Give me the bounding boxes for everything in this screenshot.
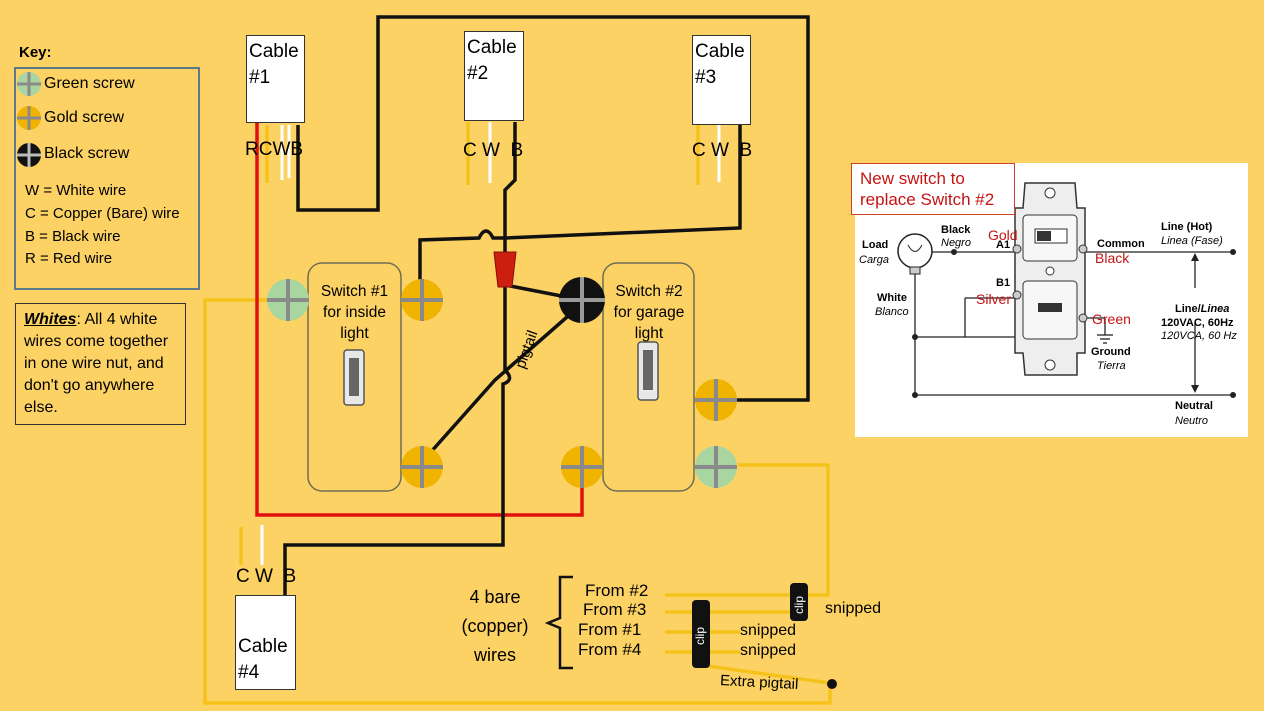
- ground-label: Ground: [1091, 346, 1131, 358]
- load-label: Load: [862, 239, 889, 251]
- line-prefix: Line/: [1175, 303, 1201, 315]
- key-black-screw-icon: [17, 143, 41, 167]
- green-label: Green: [1092, 311, 1131, 327]
- key-gold-screw-icon: [17, 106, 41, 130]
- key-box: [14, 67, 200, 290]
- line-hot-label: Line (Hot): [1161, 221, 1213, 233]
- vca-label: 120VCA, 60 Hz: [1161, 330, 1237, 342]
- switch-1-ground-screw: [267, 279, 309, 321]
- whites-title: Whites: [24, 311, 77, 328]
- switch-2-ground-screw: [695, 446, 737, 488]
- silver-label: Silver: [976, 291, 1012, 307]
- switch-2-toggle-icon: [637, 341, 659, 401]
- tierra-label: Tierra: [1097, 360, 1126, 372]
- switch-device-icon: [1012, 182, 1088, 376]
- switch-1-top-gold-screw: [401, 279, 443, 321]
- vac-label: 120VAC, 60Hz: [1161, 317, 1234, 329]
- switch-2-body: [602, 262, 695, 492]
- extra-pigtail-end: [827, 679, 837, 689]
- clip-2: [790, 583, 808, 621]
- screws: [17, 72, 737, 488]
- a1-label: A1: [996, 239, 1011, 251]
- neutral-label: Neutral: [1175, 400, 1213, 412]
- key-black: B = Black wire: [25, 228, 121, 245]
- key-gold-screw: Gold screw: [44, 109, 125, 126]
- new-switch-inset: Load Carga Black Negro A1 Gold Common Bl…: [855, 163, 1248, 437]
- from-3: From #3: [583, 600, 647, 619]
- white-label: White: [877, 292, 907, 304]
- black-label: Black: [941, 224, 971, 236]
- from-4: From #4: [578, 640, 642, 659]
- white-wires: [260, 122, 721, 565]
- clip-1: [692, 600, 710, 668]
- light-bulb-icon: [897, 233, 933, 275]
- whites-text: : All 4 white wires come together in one…: [24, 311, 169, 416]
- whites-note: Whites: All 4 white wires come together …: [15, 303, 186, 425]
- key-title: Key:: [19, 44, 52, 61]
- new-switch-title: New switch to replace Switch #2: [851, 163, 1015, 215]
- clip-1-label: clip: [693, 626, 707, 645]
- switch-2-bottom-gold-screw: [561, 446, 603, 488]
- blanco-label: Blanco: [875, 306, 909, 318]
- common-label: Common: [1097, 238, 1145, 250]
- b1-label: B1: [996, 277, 1011, 289]
- key-white: W = White wire: [25, 182, 127, 199]
- clip-2-label: clip: [792, 595, 806, 614]
- key-green-screw-icon: [17, 72, 41, 96]
- cable-2: Cable #2: [464, 31, 524, 121]
- linea-suffix: Linea: [1200, 303, 1230, 315]
- cable-4-wires: C W B: [236, 566, 297, 587]
- common-black-label: Black: [1095, 250, 1130, 266]
- cable-3-wires: C W B: [692, 140, 753, 161]
- switch-1-bottom-gold-screw: [401, 446, 443, 488]
- switch-1-label: Switch #1 for inside light: [320, 283, 389, 342]
- switch-2-gold-screw: [695, 379, 737, 421]
- new-switch-schematic: [897, 182, 1236, 398]
- switch-1-body: [307, 262, 402, 492]
- red-wire: [255, 118, 584, 517]
- cable-1: Cable #1: [246, 35, 305, 123]
- from-1: From #1: [578, 620, 642, 639]
- cable-2-wires: C W B: [463, 140, 524, 161]
- switch-2-black-screw: [559, 277, 605, 323]
- cable-4: Cable #4: [235, 595, 296, 690]
- carga-label: Carga: [859, 254, 889, 266]
- cable-1-wires: RCWB: [245, 139, 304, 160]
- switch-1-toggle-icon: [343, 349, 365, 406]
- from-2: From #2: [585, 581, 649, 600]
- gold-label: Gold: [988, 227, 1018, 243]
- key-green-screw: Green screw: [44, 75, 135, 92]
- negro-label: Negro: [941, 237, 971, 249]
- snipped-from-4: snipped: [740, 642, 797, 659]
- cable-3: Cable #3: [692, 35, 751, 125]
- bare-wires-label: 4 bare (copper) wires: [461, 587, 529, 665]
- key-red: R = Red wire: [25, 250, 113, 267]
- line-linea-label: Line/Linea: [1175, 303, 1229, 315]
- switch-2-label: Switch #2 for garage light: [613, 283, 685, 342]
- linea-fase-label: Linea (Fase): [1161, 235, 1223, 247]
- key-copper: C = Copper (Bare) wire: [25, 205, 180, 222]
- bare-wires-bracket: [544, 575, 573, 670]
- snipped-from-3: snipped: [825, 600, 882, 617]
- wire-nut: [493, 251, 517, 288]
- snipped-from-1: snipped: [740, 622, 797, 639]
- key-black-screw: Black screw: [44, 145, 130, 162]
- copper-wires: [203, 122, 832, 705]
- neutro-label: Neutro: [1175, 415, 1209, 427]
